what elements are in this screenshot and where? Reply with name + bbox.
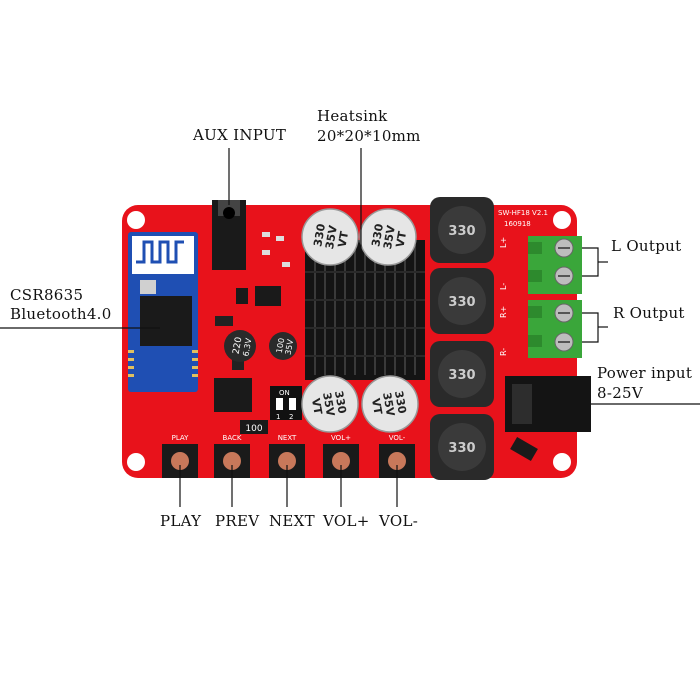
csr-chip-label: CSR8635 — [10, 286, 84, 304]
svg-text:VOL-: VOL- — [389, 434, 406, 442]
svg-text:VT: VT — [336, 230, 352, 249]
inductor: 330 — [430, 268, 494, 334]
ic-chip — [214, 378, 252, 412]
svg-text:PLAY: PLAY — [172, 434, 190, 442]
mounting-hole — [127, 211, 145, 229]
svg-text:VT: VT — [394, 230, 410, 249]
mounting-hole — [553, 453, 571, 471]
smd-component — [262, 232, 270, 237]
svg-text:VT: VT — [309, 397, 325, 416]
inductor: 330 — [430, 414, 494, 480]
svg-text:330: 330 — [369, 222, 386, 247]
svg-text:330: 330 — [311, 222, 328, 247]
svg-text:NEXT: NEXT — [278, 434, 297, 442]
bluetooth-version-label: Bluetooth4.0 — [10, 305, 112, 323]
power-resistor: 100 — [240, 420, 268, 434]
svg-text:330: 330 — [448, 295, 475, 310]
heatsink-size-label: 20*20*10mm — [317, 127, 421, 145]
small-capacitor: 100 35V — [269, 332, 297, 360]
svg-text:35V: 35V — [381, 224, 398, 250]
play-label: PLAY — [160, 512, 202, 530]
vol-plus-label: VOL+ — [323, 512, 370, 530]
play-button[interactable]: PLAY — [162, 434, 198, 478]
next-button[interactable]: NEXT — [269, 434, 305, 478]
dip-switch: ON 1 2 — [270, 386, 302, 421]
l-output-leader — [582, 247, 599, 277]
svg-text:VT: VT — [369, 397, 385, 416]
ic-chip — [255, 286, 281, 306]
svg-text:330: 330 — [448, 441, 475, 456]
bluetooth-module — [128, 232, 198, 392]
silk-l-minus: L- — [499, 283, 508, 290]
svg-text:100: 100 — [245, 424, 262, 434]
aux-input-jack — [212, 200, 246, 270]
smd-component — [215, 316, 233, 326]
silk-r-plus: R+ — [499, 306, 508, 318]
inductor: 330 — [430, 341, 494, 407]
r-output-leader — [582, 312, 599, 343]
vol-minus-label: VOL- — [379, 512, 419, 530]
power-input-label: Power input — [597, 364, 693, 382]
svg-text:6.3V: 6.3V — [241, 337, 253, 357]
svg-text:220: 220 — [232, 336, 245, 355]
power-voltage-label: 8-25V — [597, 384, 644, 402]
svg-text:1: 1 — [276, 413, 280, 421]
svg-text:ON: ON — [279, 389, 290, 397]
heatsink-label: Heatsink — [317, 107, 388, 125]
l-output-label: L Output — [611, 237, 682, 255]
r-output-label: R Output — [613, 304, 685, 322]
board-model-text: SW-HF18 V2.1 — [498, 209, 548, 217]
silk-r-minus: R- — [499, 348, 508, 356]
next-label: NEXT — [269, 512, 315, 530]
smd-component — [276, 236, 284, 241]
smd-component — [232, 360, 244, 370]
svg-text:330: 330 — [392, 390, 409, 415]
prev-label: PREV — [215, 512, 260, 530]
svg-text:330: 330 — [448, 224, 475, 239]
capacitor-top-right: 330 35V VT — [359, 208, 417, 266]
svg-text:35V: 35V — [323, 224, 340, 250]
svg-text:VOL+: VOL+ — [331, 434, 351, 442]
svg-text:35V: 35V — [380, 391, 397, 417]
svg-text:100: 100 — [275, 337, 287, 354]
svg-text:330: 330 — [332, 390, 349, 415]
svg-text:35V: 35V — [320, 391, 337, 417]
aux-input-label: AUX INPUT — [193, 126, 287, 144]
board-date-text: 160918 — [504, 220, 531, 228]
mounting-hole — [553, 211, 571, 229]
r-output-terminal — [528, 300, 582, 358]
capacitor-top-left: 330 35V VT — [301, 208, 359, 266]
capacitor-bottom-right: 330 35V VT — [361, 375, 419, 433]
l-output-terminal — [528, 236, 582, 294]
capacitor-bottom-left: 330 35V VT — [301, 375, 359, 433]
small-capacitor: 220 6.3V — [224, 330, 256, 362]
diode — [510, 436, 538, 462]
mounting-hole — [127, 453, 145, 471]
svg-text:35V: 35V — [284, 338, 296, 355]
svg-text:330: 330 — [448, 368, 475, 383]
svg-text:BACK: BACK — [223, 434, 242, 442]
power-input-jack — [505, 376, 591, 432]
svg-text:2: 2 — [289, 413, 293, 421]
smd-component — [282, 262, 290, 267]
smd-component — [262, 250, 270, 255]
inductor: 330 — [430, 197, 494, 263]
silk-l-plus: L+ — [499, 237, 508, 248]
ic-chip — [236, 288, 248, 304]
